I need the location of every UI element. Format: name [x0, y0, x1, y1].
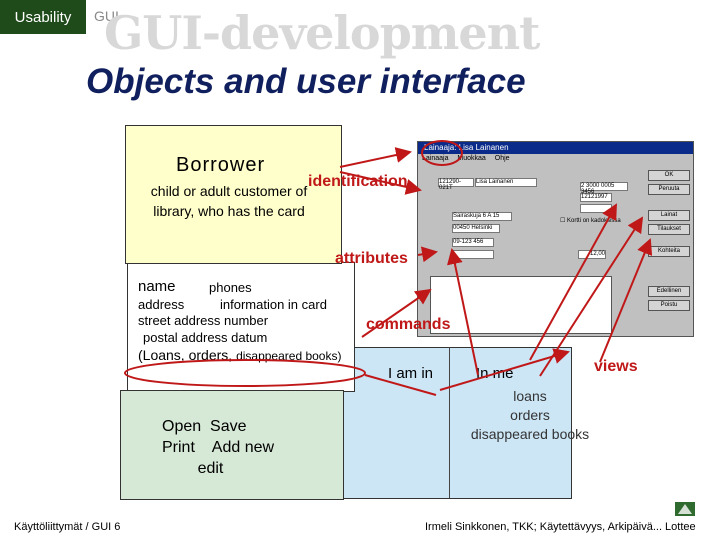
- attr-postal: postal address datum: [143, 330, 268, 345]
- postal-field[interactable]: 00450 Helsinki: [452, 224, 500, 233]
- exit-button[interactable]: Poistu: [648, 300, 690, 311]
- loans-button[interactable]: Lainat: [648, 210, 690, 221]
- commands-arrow: [447, 248, 479, 376]
- footer-right: Irmeli Sinkkonen, TKK; Käytettävyys, Ark…: [425, 521, 696, 533]
- amount-field[interactable]: 12,00: [578, 250, 606, 259]
- views-item-disappeared: disappeared books: [470, 426, 590, 442]
- attr-phones: phones: [209, 280, 252, 295]
- menu-item-lainaaja[interactable]: Lainaaja: [422, 155, 449, 162]
- ident-arrow-1: [339, 147, 412, 168]
- attr-loans-open: (Loans, orders,: [138, 347, 237, 363]
- menu-item-muokkaa[interactable]: Muokkaa: [457, 155, 486, 162]
- lost-card-label: Kortti on kadoksissa: [567, 218, 621, 224]
- label-identification: identification: [308, 173, 408, 190]
- views-list: loans orders disappeared books: [460, 387, 600, 444]
- loans-circle: [124, 359, 366, 387]
- commands-line-1: Open Save: [162, 418, 247, 435]
- date-field[interactable]: 12121997: [580, 193, 612, 202]
- section-tag-usability: Usability: [0, 0, 86, 34]
- borrower-description: child or adult customer of library, who …: [150, 183, 308, 219]
- views-arrow-4: [439, 348, 570, 391]
- commands-arrow-2: [361, 288, 432, 338]
- section-tag-gui: GUI: [94, 8, 119, 24]
- borrower-box: [125, 125, 342, 264]
- attr-street: street address number: [138, 313, 269, 328]
- previous-button[interactable]: Edellinen: [648, 286, 690, 297]
- menu-circle: [421, 140, 463, 166]
- id-field[interactable]: 121290-021T: [438, 178, 474, 191]
- footer-left: Käyttöliittymät / GUI 6: [14, 521, 121, 533]
- ok-button[interactable]: OK: [648, 170, 690, 181]
- commands-box: [120, 390, 344, 500]
- phone-field[interactable]: 09-123 456: [452, 238, 494, 247]
- views-arrow-3: [529, 203, 617, 361]
- attr-name: name: [138, 278, 176, 295]
- address-field[interactable]: Sairaskuja 6 A 15: [452, 212, 512, 221]
- commands-list: Open Save Print Add new edit: [162, 416, 274, 479]
- label-attributes: attributes: [335, 250, 408, 267]
- orders-button[interactable]: Tilaukset: [648, 224, 690, 235]
- window-title: Lainaaja: Lisa Lainanen: [418, 142, 693, 154]
- borrower-title: Borrower: [176, 154, 266, 176]
- ident-arrow-2: [339, 171, 422, 195]
- views-box: [338, 347, 572, 499]
- cancel-button[interactable]: Peruuta: [648, 184, 690, 195]
- attr-address: address: [138, 297, 185, 312]
- commands-line-3: edit: [162, 460, 224, 477]
- views-item-loans: loans: [513, 388, 547, 404]
- footer-logo-icon: [675, 502, 695, 516]
- views-item-orders: orders: [510, 407, 550, 423]
- views-divider: [449, 347, 450, 498]
- background-title: GUI-development: [104, 6, 540, 60]
- commands-line-2: Print Add new: [162, 439, 275, 456]
- card-number-field[interactable]: 2 3000 0005 3456: [580, 182, 628, 195]
- page-title: Objects and user interface: [86, 62, 526, 101]
- label-views: views: [594, 358, 638, 375]
- views-arrow-2: [599, 238, 653, 363]
- lost-card-checkbox[interactable]: ☐ Kortti on kadoksissa: [560, 218, 621, 224]
- window-menu: Lainaaja Muokkaa Ohje: [422, 155, 517, 162]
- views-i-am-in: I am in: [388, 365, 434, 382]
- loans-line: [364, 374, 437, 396]
- attr-arrow: [417, 246, 438, 263]
- label-commands: commands: [366, 316, 451, 333]
- menu-item-ohje[interactable]: Ohje: [494, 155, 510, 162]
- attr-info: information in card: [220, 297, 327, 312]
- name-field[interactable]: Lisa Lainanen: [475, 178, 537, 187]
